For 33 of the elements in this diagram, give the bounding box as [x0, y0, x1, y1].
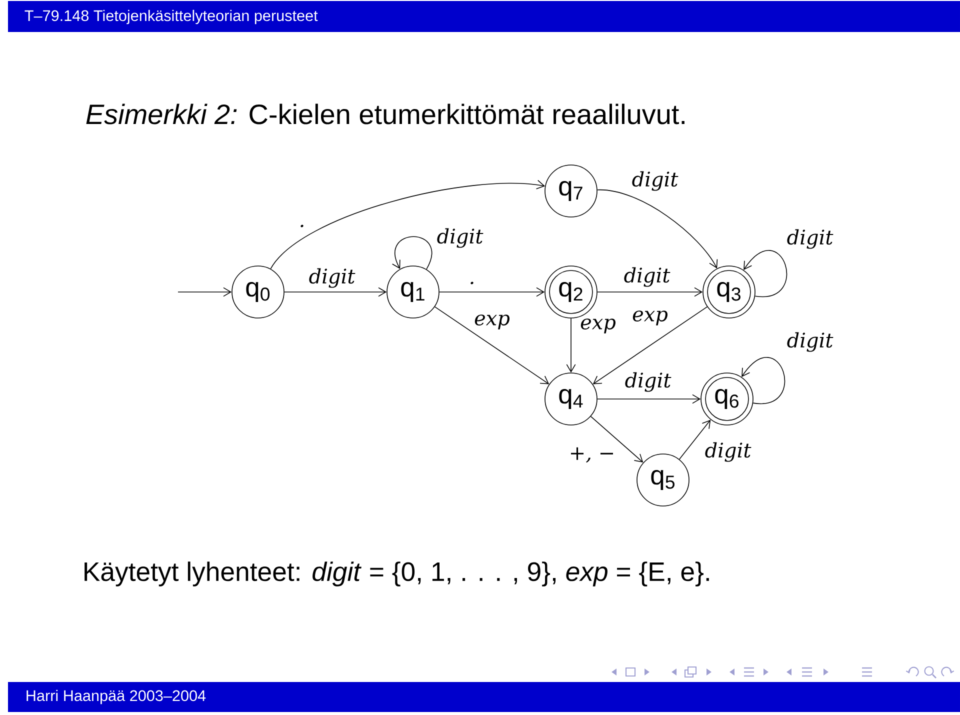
edge-label: digit — [622, 266, 672, 288]
edge-label: exp — [630, 309, 670, 327]
edge-label: exp — [578, 317, 618, 335]
edge-label: . — [468, 280, 477, 286]
edge-label: digit — [703, 440, 753, 464]
header-bar: T–79.148 Tietojenkäsittelyteorian perusteet — [8, 1, 960, 32]
edge-label: digit — [630, 170, 680, 192]
transition-arrow — [270, 180, 546, 270]
edge-label: digit — [435, 226, 485, 250]
transition-arrow — [596, 189, 718, 268]
loop-arrow — [392, 236, 432, 270]
edge-label: digit — [623, 370, 673, 394]
edge-label: digit — [307, 266, 357, 290]
transition-arrow — [678, 420, 711, 460]
transition-arrow — [597, 394, 701, 404]
edge-label: exp — [472, 313, 512, 331]
loop-arrow — [742, 357, 786, 404]
transition-arrow — [590, 416, 644, 463]
transition-arrow — [439, 287, 545, 297]
transition-arrow — [284, 287, 387, 297]
edge-label: digit — [785, 228, 835, 250]
transition-arrow — [597, 287, 703, 297]
transition-arrow — [566, 318, 576, 373]
edge-label: +, − — [568, 446, 616, 464]
edge-label: digit — [785, 330, 835, 354]
slide-title: Esimerkki 2: C-kielen etumerkittömät reaaliluvut. — [86, 104, 684, 124]
transition-arrow — [592, 306, 708, 384]
transition-arrow — [434, 306, 550, 384]
abbreviation-note: Käytetyt lyhenteet: digit = {0, 1, . . . , 9}, exp = {E, e}. — [84, 562, 709, 586]
start-arrow — [178, 287, 232, 297]
edge-label: . — [298, 223, 307, 229]
footer-bar: Harri Haanpää 2003–2004 — [8, 682, 960, 712]
loop-arrow — [744, 250, 788, 297]
